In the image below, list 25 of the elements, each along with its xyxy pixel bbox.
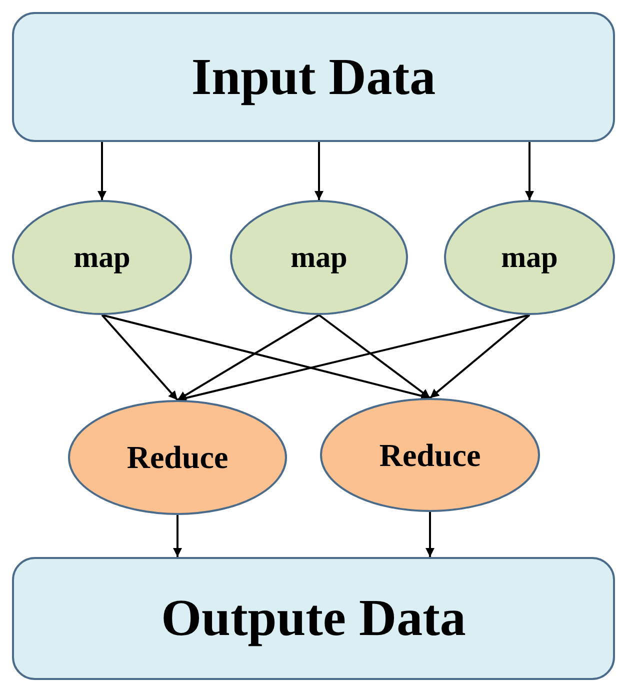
arrow <box>176 314 320 401</box>
node-label: Input Data <box>191 48 436 106</box>
reduce-ellipse <box>320 398 540 512</box>
node-label: Reduce <box>379 436 481 474</box>
arrow <box>173 515 182 557</box>
node-label: Reduce <box>126 439 228 476</box>
arrow <box>314 142 324 200</box>
map-ellipse <box>444 200 615 315</box>
node-label: map <box>501 240 558 274</box>
arrow <box>177 314 530 402</box>
map-ellipse <box>230 200 408 315</box>
node-label: map <box>290 240 348 274</box>
arrow <box>426 512 434 557</box>
arrow <box>102 314 430 400</box>
arrow <box>101 314 178 401</box>
arrow <box>429 314 530 399</box>
reduce-ellipse <box>68 400 287 515</box>
node-label: map <box>74 240 130 274</box>
output-box <box>12 557 615 680</box>
arrow <box>318 314 431 399</box>
arrow <box>98 142 106 200</box>
arrow <box>525 142 534 200</box>
map-ellipse <box>12 200 192 315</box>
node-label: Outpute Data <box>161 589 466 648</box>
input-box <box>12 12 615 142</box>
